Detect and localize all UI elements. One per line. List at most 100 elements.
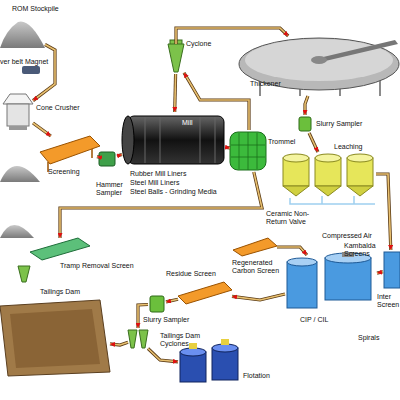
mill-drum	[128, 116, 224, 164]
part-label: Rubber Mill Liners	[130, 170, 186, 178]
equipment-node: Cyclone	[168, 44, 184, 74]
pipe-outline	[33, 45, 55, 101]
cip-top	[287, 258, 317, 266]
slurry-pipe	[110, 342, 128, 345]
equipment-label: Cone Crusher	[36, 104, 80, 112]
stockpile	[0, 22, 45, 48]
pipe-outline	[60, 172, 262, 238]
pipe-outline	[110, 342, 128, 345]
air-line	[290, 196, 375, 204]
pipe-outline	[376, 174, 391, 250]
pipe-core	[277, 247, 307, 255]
pipe-outline	[226, 146, 230, 150]
slurry-sampler	[150, 296, 164, 312]
cyclone-cone	[168, 44, 184, 72]
equipment-node: Leaching	[280, 152, 376, 196]
leach-cone	[347, 186, 373, 196]
equipment-node: Residue Screen	[178, 282, 232, 304]
slurry-pipe	[97, 156, 100, 158]
equipment-node: Regenerated Carbon Screen	[233, 238, 277, 256]
pipe-core	[226, 147, 230, 149]
pipe-core	[60, 172, 262, 238]
leach-top	[347, 154, 373, 162]
tramp-screen	[30, 238, 90, 260]
slurry-pipe	[226, 147, 230, 149]
flotation-motor	[189, 343, 197, 349]
mill-liners	[145, 117, 215, 163]
pipe-outline	[232, 294, 285, 300]
equipment-node: ver belt Magnet	[22, 68, 40, 75]
equipment-node: Tailings Dam Cyclones	[128, 328, 148, 350]
equipment-label: Tailings Dam Cyclones	[160, 332, 208, 348]
thickener-bridge	[319, 40, 398, 62]
equipment-node: Tailings Dam	[0, 300, 110, 376]
equipment-label: Slurry Sampler	[143, 316, 189, 324]
hammer-sampler	[99, 152, 115, 166]
leach-cone	[315, 186, 341, 196]
equipment-node: CIP / CIL	[285, 255, 377, 311]
pipe-core	[309, 133, 318, 152]
pipe-core	[33, 123, 51, 136]
equipment-label: Inter Screen	[377, 293, 400, 309]
pipe-outline	[97, 155, 100, 159]
inter-screen-tank	[384, 252, 400, 288]
slurry-pipe	[184, 73, 249, 130]
vibrating-screen	[40, 136, 100, 164]
leach-top	[283, 154, 309, 162]
belt-magnet	[22, 66, 40, 74]
pipe-core	[232, 294, 285, 300]
slurry-pipe	[232, 294, 285, 300]
thickener-centre	[311, 56, 327, 64]
part-label: Steel Mill Liners	[130, 179, 179, 187]
slurry-pipe	[117, 155, 122, 157]
pipe-core	[33, 45, 55, 101]
pipe-outline	[166, 299, 178, 302]
flotation-top	[212, 344, 238, 352]
slurry-pipe	[305, 96, 308, 115]
equipment-label: Regenerated Carbon Screen	[232, 259, 284, 275]
equipment-label: Thickener	[250, 80, 281, 88]
slurry-sampler	[299, 117, 311, 131]
slurry-pipe	[174, 74, 176, 112]
equipment-node: Mill	[122, 112, 226, 166]
slurry-pipe	[33, 123, 51, 136]
cip-tank	[287, 262, 317, 308]
residue-screen	[178, 282, 232, 304]
crusher-body	[7, 104, 29, 126]
pipe-core	[166, 299, 178, 302]
pipe-core	[110, 342, 128, 345]
pipe-core	[184, 73, 249, 130]
carbon-screen	[233, 238, 277, 256]
cip-tank	[325, 258, 371, 300]
tailings-dam	[0, 300, 110, 376]
equipment-label: Cyclone	[186, 40, 211, 48]
equipment-node: Slurry Sampler	[148, 294, 166, 314]
equipment-node: Inter Screen	[383, 250, 400, 290]
equipment-label: Hammer Sampler	[96, 181, 128, 197]
equipment-node: Trommel	[230, 130, 268, 172]
crusher-top	[3, 94, 33, 104]
cyclone-symbol	[139, 330, 148, 348]
slurry-pipe	[166, 299, 178, 302]
leach-top	[315, 154, 341, 162]
pipe-core	[117, 155, 122, 157]
part-label: Compressed Air	[322, 232, 372, 240]
thickener-tank	[239, 38, 399, 90]
equipment-label: Trommel	[268, 138, 295, 146]
thickener-surface	[245, 39, 393, 81]
pipe-outline	[277, 247, 307, 255]
trommel-mesh	[231, 132, 265, 170]
equipment-node: Cone Crusher	[3, 94, 33, 130]
leach-cone	[283, 186, 309, 196]
pipe-outline	[173, 74, 177, 112]
equipment-node: Screening	[40, 136, 100, 164]
equipment-node: Hammer Sampler	[97, 150, 117, 168]
cyclone-symbol	[128, 330, 137, 348]
pipe-outline	[184, 73, 249, 130]
equipment-label: ROM Stockpile	[12, 5, 59, 13]
equipment-label: Screening	[48, 168, 80, 176]
pipe-core	[148, 349, 178, 362]
slurry-pipe	[33, 45, 55, 101]
equipment-node: Slurry Sampler	[297, 115, 313, 133]
